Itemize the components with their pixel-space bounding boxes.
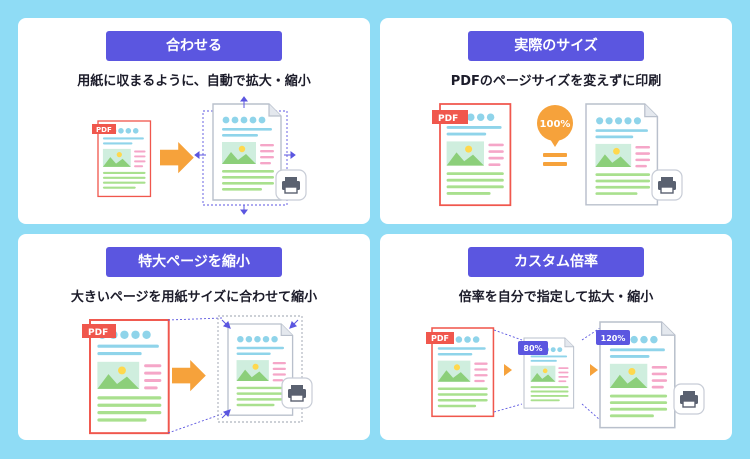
scale-badge-small: 80% <box>518 341 548 355</box>
panel-subtitle: 倍率を自分で指定して拡大・縮小 <box>458 290 654 305</box>
panel-title: 特大ページを縮小 <box>106 247 282 277</box>
printer-icon <box>281 377 313 409</box>
panel-fit: 合わせる 用紙に収まるように、自動で拡大・縮小 <box>18 18 370 224</box>
pdf-tag-label: PDF <box>88 328 108 338</box>
arrow-right-icon <box>160 142 194 174</box>
printer-icon <box>651 169 683 201</box>
panel-title: カスタム倍率 <box>468 247 644 277</box>
arrow-right-icon <box>590 364 598 376</box>
size-badge: 100% <box>537 105 573 147</box>
projection-lines <box>167 317 223 434</box>
printed-sheet <box>586 104 657 205</box>
scale-badge-large: 120% <box>596 330 630 345</box>
pdf-tag: PDF <box>92 124 116 134</box>
panel-subtitle: 用紙に収まるように、自動で拡大・縮小 <box>77 74 311 89</box>
resize-arrow-icon <box>194 96 296 215</box>
pdf-tag: PDF <box>426 332 454 344</box>
equals-icon <box>543 153 567 166</box>
fit-area-guide <box>217 315 303 423</box>
pdf-tag-label: PDF <box>431 334 449 343</box>
panel-shrink-oversized: 特大ページを縮小 大きいページを用紙サイズに合わせて縮小 <box>18 234 370 440</box>
pdf-tag: PDF <box>82 324 116 338</box>
size-badge-label: 100% <box>540 119 571 130</box>
projection-lines <box>493 327 601 421</box>
panel-subtitle: 大きいページを用紙サイズに合わせて縮小 <box>70 290 318 305</box>
pdf-tag-label: PDF <box>96 126 112 134</box>
pdf-tag: PDF <box>432 110 468 124</box>
panel-subtitle: PDFのページサイズを変えずに印刷 <box>450 74 662 89</box>
panel-title: 合わせる <box>106 31 282 61</box>
panel-title: 実際のサイズ <box>468 31 644 61</box>
resize-arrow-icon <box>221 319 299 419</box>
arrow-right-icon <box>504 364 512 376</box>
pdf-tag-label: PDF <box>438 114 458 124</box>
arrow-right-icon <box>172 360 206 392</box>
scale-badge-small-label: 80% <box>523 344 542 353</box>
printer-icon <box>275 169 307 201</box>
printer-icon <box>673 383 705 415</box>
scale-badge-large-label: 120% <box>601 334 626 343</box>
printed-sheet <box>213 104 281 200</box>
